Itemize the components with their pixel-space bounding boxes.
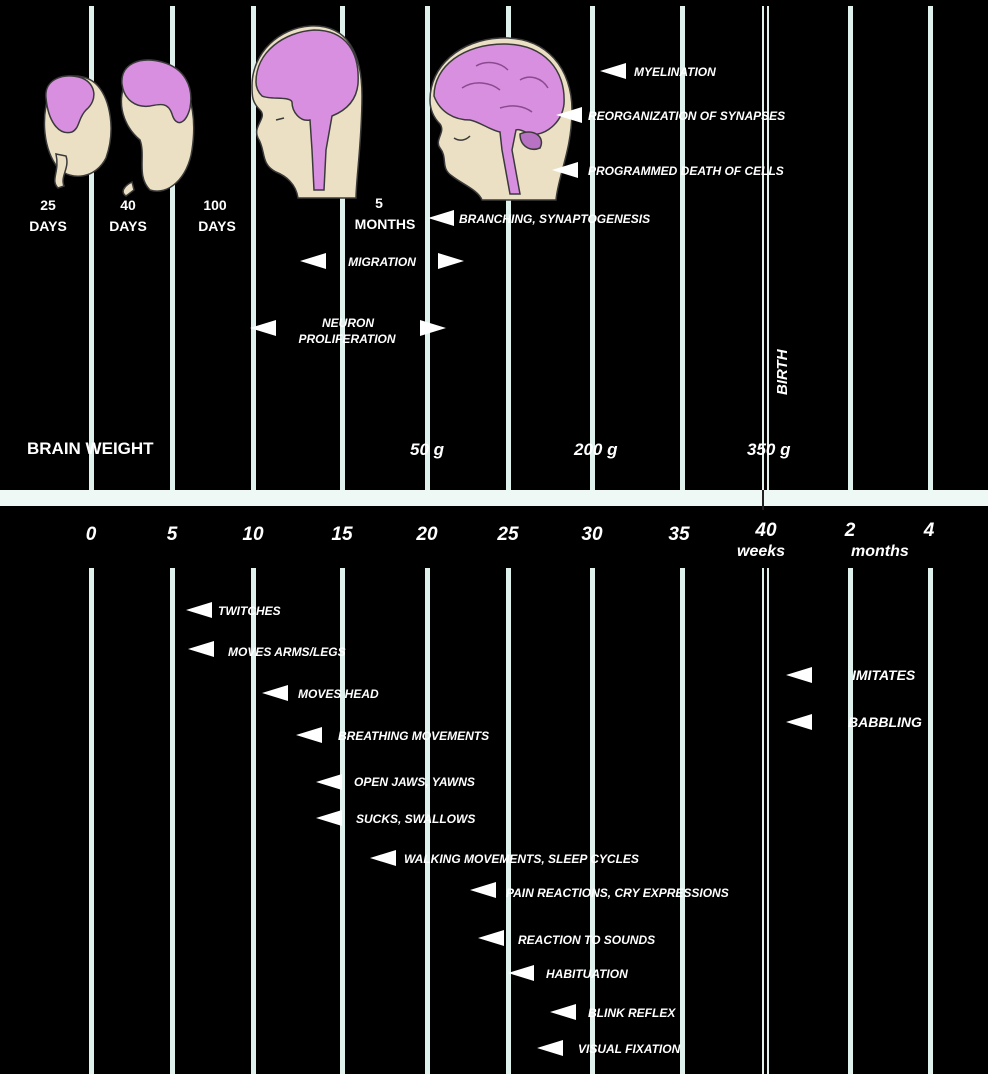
fetus-5-months-illustration (430, 38, 572, 200)
birth-label: BIRTH (774, 348, 791, 395)
embryo-age-40-number: 40 (120, 197, 136, 213)
brain-weight-350g: 350 g (747, 440, 791, 459)
timeline-band (0, 490, 988, 506)
fetus-age-5-unit: MONTHS (355, 216, 416, 232)
label-babbling: BABBLING (848, 714, 922, 730)
label-imitates: IMITATES (852, 667, 916, 683)
label-moves-arms-legs: MOVES ARMS/LEGS (228, 645, 346, 659)
grid-line-week-30-lower (590, 568, 595, 1074)
grid-line-month-4 (928, 6, 933, 492)
label-branching-synaptogenesis: BRANCHING, SYNAPTOGENESIS (459, 212, 650, 226)
brain-weight-50g: 50 g (410, 440, 445, 459)
grid-line-month-4-lower (928, 568, 933, 1074)
axis-unit-weeks: weeks (737, 543, 785, 560)
tick-week-15: 15 (331, 524, 353, 545)
grid-line-week-5-lower (170, 568, 175, 1074)
grid-line-week-40a (762, 6, 764, 492)
grid-line-week-10-lower (251, 568, 256, 1074)
label-reorganization-of-synapses: REORGANIZATION OF SYNAPSES (588, 109, 785, 123)
embryo-age-25-unit: DAYS (29, 218, 67, 234)
fetus-age-5-number: 5 (375, 195, 383, 211)
label-habituation: HABITUATION (546, 967, 628, 981)
tick-month-2: 2 (844, 520, 856, 541)
label-programmed-death-of-cells: PROGRAMMED DEATH OF CELLS (588, 164, 784, 178)
grid-line-week-40a-lower (762, 568, 764, 1074)
label-breathing-movements: BREATHING MOVEMENTS (338, 729, 489, 743)
birth-marker (762, 490, 764, 510)
label-migration: MIGRATION (348, 255, 416, 269)
brain-weight-label: BRAIN WEIGHT (27, 439, 154, 458)
brain-weight-200g: 200 g (573, 440, 618, 459)
grid-line-week-40b-lower (767, 568, 769, 1074)
tick-week-0: 0 (86, 524, 97, 545)
tick-week-40: 40 (754, 520, 777, 541)
label-proliferation: PROLIFERATION (298, 332, 395, 346)
label-moves-head: MOVES HEAD (298, 687, 379, 701)
embryo-age-100-unit: DAYS (198, 218, 236, 234)
tick-week-25: 25 (496, 524, 519, 545)
embryo-age-100-number: 100 (203, 197, 227, 213)
label-walking-movements: WALKING MOVEMENTS, SLEEP CYCLES (404, 852, 639, 866)
grid-line-week-30 (590, 6, 595, 492)
tick-month-4: 4 (923, 520, 935, 541)
axis-unit-months: months (851, 543, 909, 560)
grid-line-week-20 (425, 6, 430, 492)
grid-line-week-25-lower (506, 568, 511, 1074)
label-open-jaws-yawns: OPEN JAWS, YAWNS (354, 775, 475, 789)
label-blink-reflex: BLINK REFLEX (588, 1006, 676, 1020)
label-reaction-to-sounds: REACTION TO SOUNDS (518, 933, 655, 947)
tick-week-30: 30 (581, 524, 603, 545)
tick-week-5: 5 (167, 524, 178, 545)
grid-line-week-35-lower (680, 568, 685, 1074)
label-pain-reactions: PAIN REACTIONS, CRY EXPRESSIONS (506, 886, 729, 900)
label-neuron: NEURON (322, 316, 374, 330)
grid-line-month-2-lower (848, 568, 853, 1074)
label-visual-fixation: VISUAL FIXATION (578, 1042, 681, 1056)
embryo-age-40-unit: DAYS (109, 218, 147, 234)
grid-line-week-0-lower (89, 568, 94, 1074)
grid-line-month-2 (848, 6, 853, 492)
label-twitches: TWITCHES (218, 604, 281, 618)
tick-week-10: 10 (242, 524, 264, 545)
label-sucks-swallows: SUCKS, SWALLOWS (356, 812, 475, 826)
label-myelination: MYELINATION (634, 65, 716, 79)
tick-week-35: 35 (668, 524, 690, 545)
grid-line-week-40b (767, 6, 769, 492)
tick-week-20: 20 (415, 524, 438, 545)
embryo-age-25-number: 25 (40, 197, 56, 213)
